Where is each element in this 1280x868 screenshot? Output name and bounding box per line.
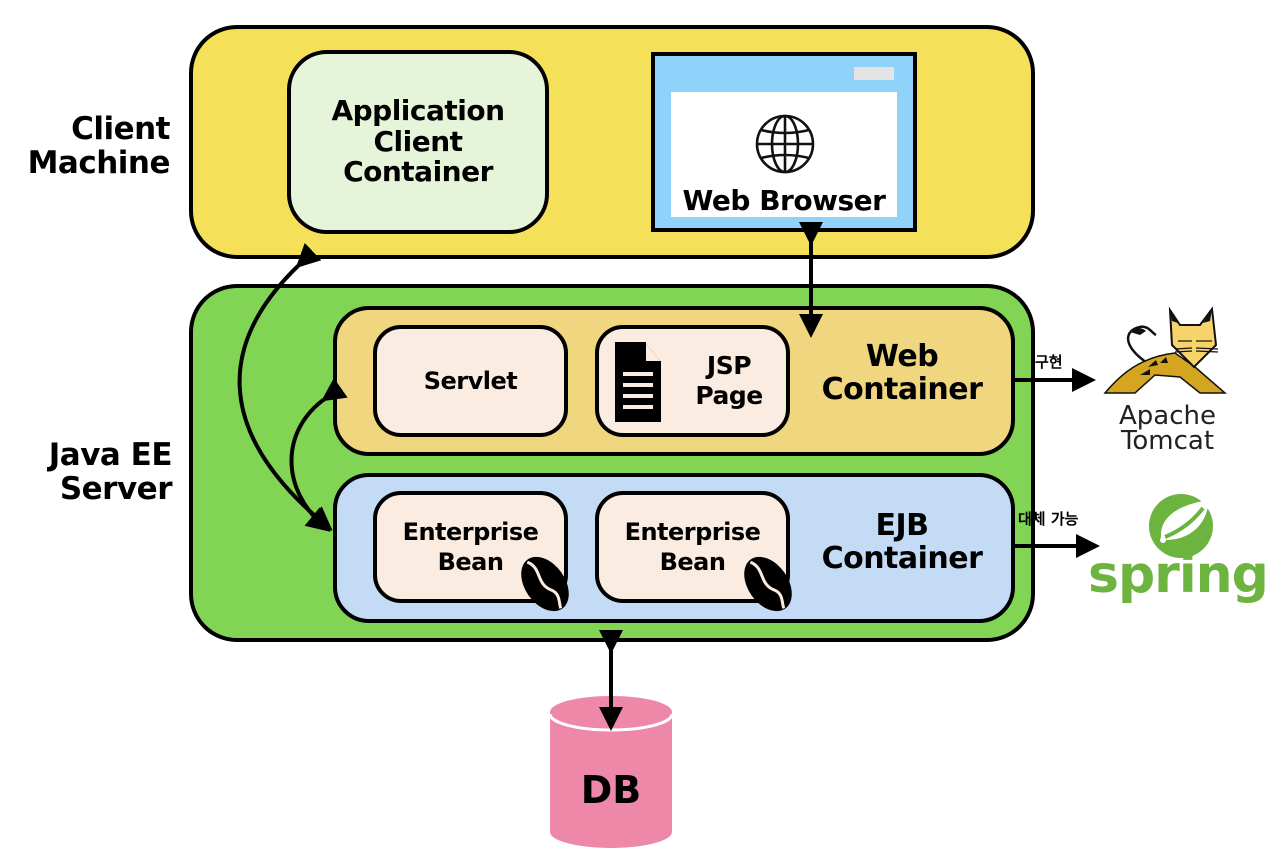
coffee-bean-icon bbox=[744, 556, 792, 612]
enterprise-bean-label: Enterprise Bean bbox=[402, 518, 539, 576]
spring-leaf-icon bbox=[1149, 494, 1213, 558]
jsp-page-label: JSP Page bbox=[695, 351, 763, 410]
web-browser-label: Web Browser bbox=[682, 184, 886, 217]
database-label: DB bbox=[580, 768, 642, 812]
spring-arrow-label: 대체 가능 bbox=[1018, 510, 1079, 528]
servlet-component[interactable]: Servlet bbox=[373, 325, 568, 437]
application-client-container[interactable]: Application Client Container bbox=[287, 50, 549, 234]
ejb-container-title: EJB Container bbox=[821, 508, 983, 576]
java-ee-server-label: Java EE Server bbox=[48, 437, 173, 508]
tomcat-name: Apache Tomcat bbox=[1100, 401, 1235, 456]
client-machine-label: Client Machine bbox=[27, 111, 171, 182]
browser-viewport: Web Browser bbox=[671, 92, 897, 217]
jsp-page-component[interactable]: JSP Page bbox=[595, 325, 790, 437]
enterprise-bean-label: Enterprise Bean bbox=[624, 518, 761, 576]
browser-window-control bbox=[854, 67, 894, 80]
spring-name: spring bbox=[1088, 545, 1269, 605]
tomcat-name-line2: Tomcat bbox=[1120, 425, 1215, 456]
web-browser[interactable]: Web Browser bbox=[651, 52, 917, 232]
coffee-bean-icon bbox=[521, 556, 569, 612]
application-client-container-label: Application Client Container bbox=[331, 93, 505, 189]
tomcat-cat-icon bbox=[1103, 306, 1228, 394]
tomcat-arrow-label: 구현 bbox=[1035, 353, 1063, 371]
servlet-label: Servlet bbox=[423, 367, 518, 395]
globe-icon bbox=[755, 114, 815, 174]
tomcat-name-line1: Apache bbox=[1119, 401, 1216, 431]
enterprise-bean-component[interactable]: Enterprise Bean bbox=[595, 491, 790, 603]
document-icon bbox=[615, 342, 661, 422]
web-container-title: Web Container bbox=[821, 339, 983, 407]
